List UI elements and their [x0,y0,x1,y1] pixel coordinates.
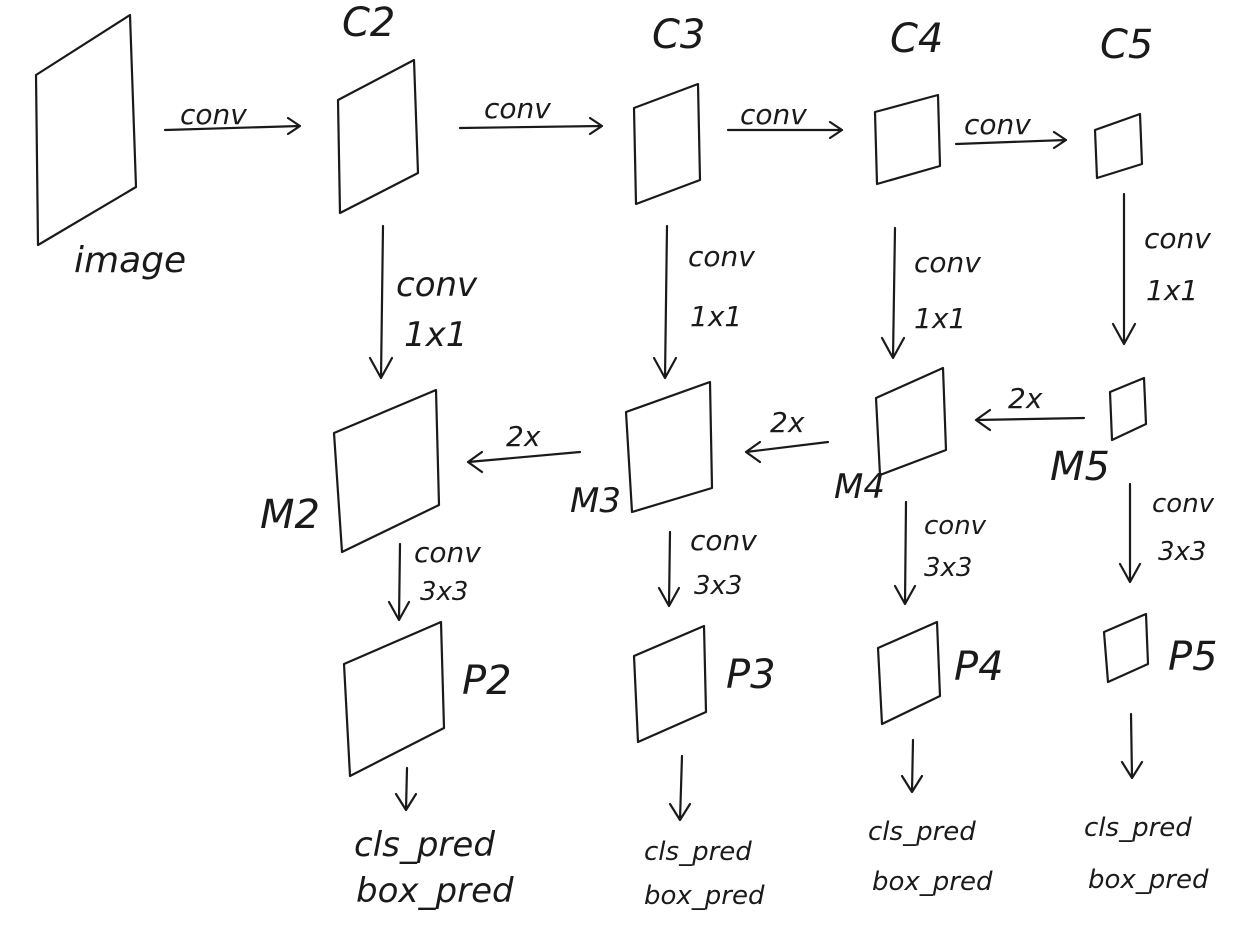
conv1x1-arrow-c2-m2: conv 1x1 [368,224,478,380]
m4-label: M4 [834,467,885,507]
c5-label: C5 [1100,22,1153,68]
conv-arrow-c2-c3: conv [458,92,604,136]
conv1x1-arrow-c3-m3: conv 1x1 [652,224,755,380]
conv-arrow-image-c2: conv [163,98,302,136]
conv-label: conv [964,108,1031,141]
c2-box [336,58,420,215]
conv3x3-label-bottom: 3x3 [1158,537,1206,567]
box-pred-label-p3: box_pred [644,881,765,911]
box-pred-label-p4: box_pred [872,867,993,897]
cls-pred-label-p5: cls_pred [1084,813,1192,843]
conv-label: conv [740,98,807,131]
cls-pred-label-p3: cls_pred [644,837,752,867]
c3-box [632,82,702,206]
cls-pred-label-p4: cls_pred [868,817,976,847]
conv1x1-label-bottom: 1x1 [404,315,467,355]
p4-box [876,620,942,726]
p4-label: P4 [954,644,1004,690]
conv3x3-arrow-m4-p4: conv 3x3 [893,500,987,606]
input-image-label: image [74,240,186,281]
input-image-box [34,13,138,247]
m5-box [1108,376,1148,442]
p2-label: P2 [462,658,512,704]
conv1x1-label-top: conv [688,240,755,273]
conv1x1-label-top: conv [914,246,981,279]
m2-label: M2 [260,492,320,538]
cls-pred-label-p2: cls_pred [354,825,495,865]
c2-label: C2 [342,0,395,46]
conv3x3-arrow-m5-p5: conv 3x3 [1118,482,1215,584]
conv3x3-label-top: conv [1152,489,1215,519]
upsample-label: 2x [1008,382,1043,415]
conv3x3-label-top: conv [690,524,757,557]
conv-arrow-c3-c4: conv [726,98,844,140]
conv3x3-label-bottom: 3x3 [694,571,742,601]
conv3x3-label-bottom: 3x3 [420,577,468,607]
conv-arrow-c4-c5: conv [954,108,1068,150]
p3-box [632,624,708,744]
upsample-label: 2x [770,406,805,439]
conv-label: conv [484,92,551,125]
conv1x1-arrow-c4-m4: conv 1x1 [880,226,981,360]
conv3x3-arrow-m2-p2: conv 3x3 [387,536,481,622]
c4-box [873,93,942,186]
p5-label: P5 [1168,634,1218,680]
conv1x1-label-bottom: 1x1 [914,302,966,335]
upsample-arrow-m5-m4: 2x [974,382,1086,432]
c4-label: C4 [890,16,943,62]
upsample-arrow-m3-m2: 2x [466,420,582,474]
pred-arrow-p5 [1120,712,1144,780]
conv1x1-arrow-c5-m5: conv 1x1 [1111,192,1211,346]
m5-label: M5 [1050,444,1110,490]
conv1x1-label-bottom: 1x1 [690,300,742,333]
conv3x3-label-bottom: 3x3 [924,553,972,583]
c3-label: C3 [652,12,705,58]
pred-arrow-p4 [900,738,924,794]
pred-arrow-p3 [668,754,692,822]
conv1x1-label-top: conv [396,265,478,305]
box-pred-label-p2: box_pred [356,871,514,911]
m3-label: M3 [570,481,621,521]
pred-arrow-p2 [394,766,418,812]
c5-box [1093,112,1144,180]
m4-box [874,366,948,477]
p3-label: P3 [726,652,776,698]
upsample-arrow-m4-m3: 2x [744,406,830,464]
conv-label: conv [180,98,247,131]
m2-box [332,388,441,554]
p2-box [342,620,446,778]
conv3x3-arrow-m3-p3: conv 3x3 [657,524,757,608]
conv3x3-label-top: conv [924,511,987,541]
m3-box [624,380,714,514]
conv3x3-label-top: conv [414,536,481,569]
upsample-label: 2x [506,420,541,453]
box-pred-label-p5: box_pred [1088,865,1209,895]
p5-box [1102,612,1150,684]
conv1x1-label-top: conv [1144,222,1211,255]
conv1x1-label-bottom: 1x1 [1146,274,1198,307]
